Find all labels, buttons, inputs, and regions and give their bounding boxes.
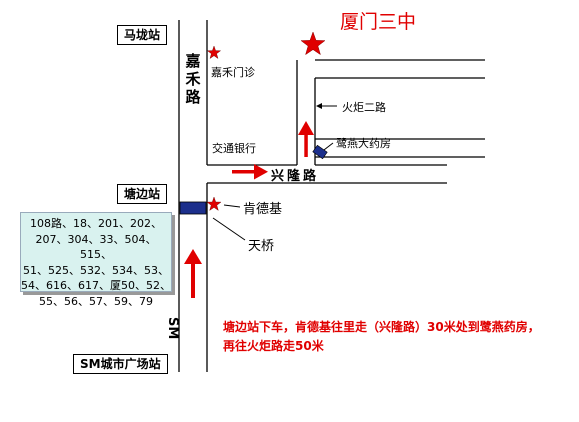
label-bridge: 天桥	[248, 239, 275, 254]
station-sm-plaza: SM城市广场站	[73, 354, 168, 374]
station-mawei: 马垅站	[117, 25, 168, 45]
road-huoju2: 火炬二路	[342, 101, 386, 114]
direction-arrow-north-jiahe	[184, 249, 202, 298]
directions-note: 塘边站下车，肯德基往里走（兴隆路）30米处到鹭燕药房， 再往火炬路走50米	[223, 318, 568, 356]
tangbian-stop-marker	[179, 201, 207, 215]
school-title: 厦门三中	[340, 11, 417, 33]
label-bank: 交通银行	[212, 142, 256, 155]
label-pharmacy: 鹭燕大药房	[336, 137, 391, 150]
road-jiahe: 嘉禾路	[185, 52, 201, 106]
bus-lines-row: 55、56、57、59、79	[39, 294, 153, 308]
road-xinglong: 兴隆路	[271, 169, 320, 184]
road-sm: SM	[165, 317, 180, 340]
label-jiahe-clinic: 嘉禾门诊	[211, 66, 255, 79]
bus-lines-row: 54、616、617、厦50、52、	[21, 279, 171, 292]
kfc-star-icon	[206, 196, 222, 211]
bus-lines-row: 108路、18、201、202、	[30, 217, 162, 230]
bus-lines-box: 108路、18、201、202、 207、304、33、504、515、 51、…	[20, 212, 172, 308]
bridge-leader-line	[212, 217, 246, 241]
label-kfc: 肯德基	[243, 202, 283, 217]
bus-lines-row: 51、525、532、534、53、	[23, 263, 169, 277]
kfc-leader-line	[223, 204, 241, 208]
direction-arrow-east	[232, 164, 268, 180]
pharmacy-marker	[312, 144, 328, 160]
station-tangbian: 塘边站	[117, 184, 168, 204]
clinic-star-icon	[206, 45, 222, 59]
direction-arrow-north-huoju	[298, 121, 314, 157]
directions-note-line: 塘边站下车，肯德基往里走（兴隆路）30米处到鹭燕药房，	[223, 320, 540, 334]
school-star-icon	[300, 31, 326, 56]
directions-note-line: 再往火炬路走50米	[223, 339, 324, 353]
huoju-pointer-arrow	[316, 103, 337, 109]
bus-lines-row: 207、304、33、504、515、	[35, 232, 157, 262]
